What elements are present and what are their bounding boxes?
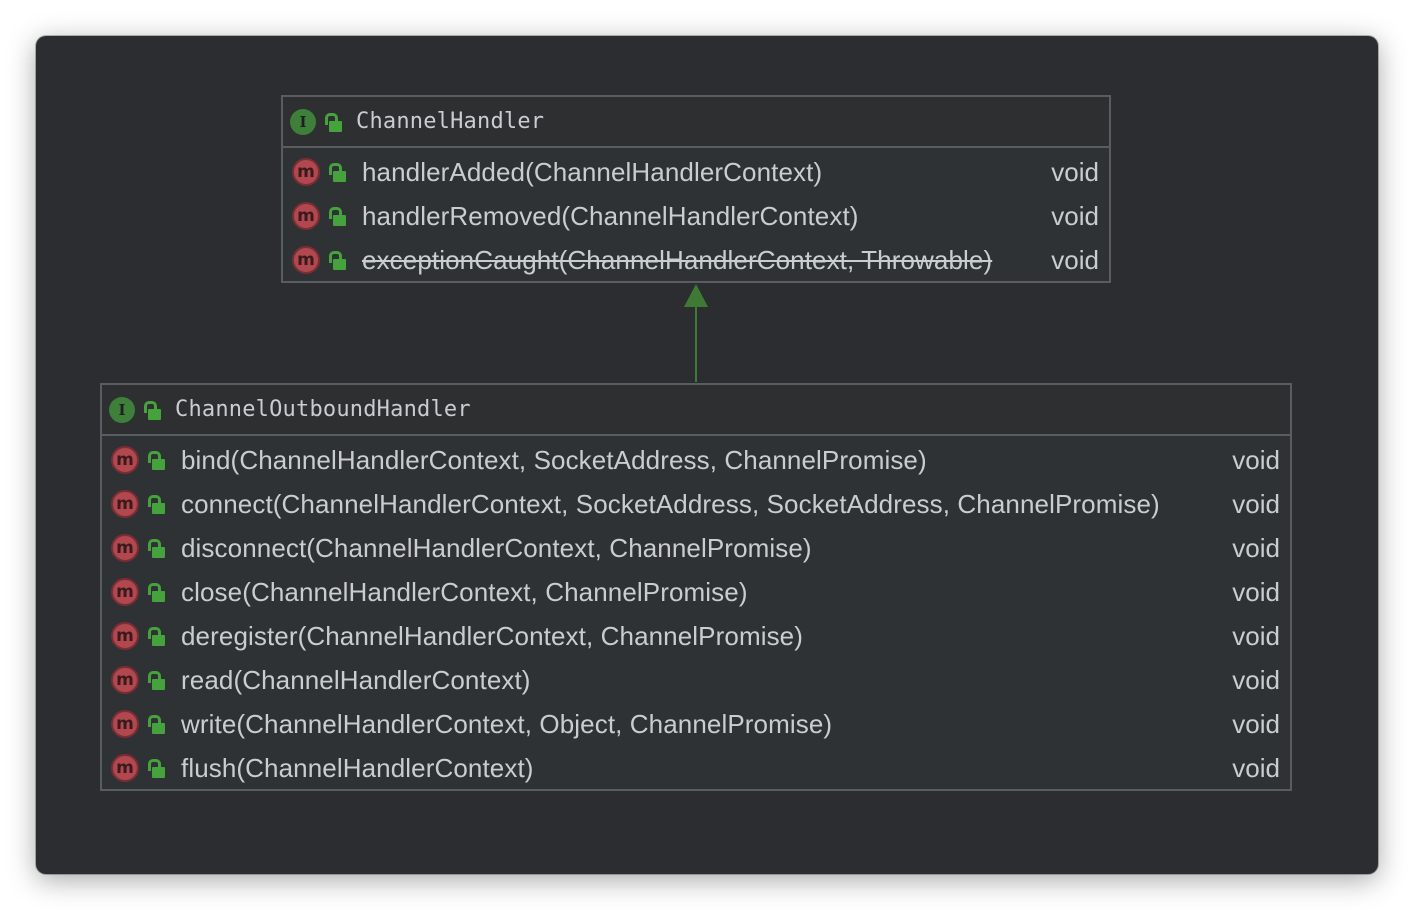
method-signature: write(ChannelHandlerContext, Object, Cha… <box>181 708 833 739</box>
method-icon: m <box>111 446 139 474</box>
public-lock-icon <box>143 400 161 420</box>
method-signature: bind(ChannelHandlerContext, SocketAddres… <box>181 444 927 475</box>
method-icon: m <box>111 622 139 650</box>
method-row[interactable]: m disconnect(ChannelHandlerContext, Chann… <box>102 526 1290 570</box>
public-lock-icon <box>147 714 165 734</box>
method-signature: flush(ChannelHandlerContext) <box>181 752 534 783</box>
diagram-window: I ChannelHandler m handlerAdded(ChannelHa… <box>36 36 1378 874</box>
method-return-type: void <box>1051 156 1099 187</box>
method-return-type: void <box>1232 620 1280 651</box>
method-return-type: void <box>1232 664 1280 695</box>
method-return-type: void <box>1232 708 1280 739</box>
method-row[interactable]: m flush(ChannelHandlerContext) void <box>102 746 1290 790</box>
public-lock-icon <box>147 582 165 602</box>
uml-box-header: I ChannelOutboundHandler <box>102 385 1290 436</box>
method-row[interactable]: m connect(ChannelHandlerContext, SocketAd… <box>102 482 1290 526</box>
method-icon: m <box>111 666 139 694</box>
method-signature: close(ChannelHandlerContext, ChannelProm… <box>181 576 748 607</box>
method-row[interactable]: m exceptionCaught(ChannelHandlerContext, … <box>283 238 1109 282</box>
uml-box-header: I ChannelHandler <box>283 97 1109 148</box>
interface-icon: I <box>290 108 316 135</box>
method-icon: m <box>111 490 139 518</box>
method-list: m handlerAdded(ChannelHandlerContext) void… <box>283 148 1109 282</box>
public-lock-icon <box>147 626 165 646</box>
method-row[interactable]: m close(ChannelHandlerContext, ChannelPro… <box>102 570 1290 614</box>
method-row[interactable]: m deregister(ChannelHandlerContext, Chann… <box>102 614 1290 658</box>
method-signature: exceptionCaught(ChannelHandlerContext, T… <box>362 244 993 275</box>
method-icon: m <box>111 534 139 562</box>
method-return-type: void <box>1051 244 1099 275</box>
method-return-type: void <box>1232 488 1280 519</box>
method-list: m bind(ChannelHandlerContext, SocketAddre… <box>102 436 1290 790</box>
method-icon: m <box>111 578 139 606</box>
method-icon: m <box>292 158 320 186</box>
method-icon: m <box>292 246 320 274</box>
method-signature: deregister(ChannelHandlerContext, Channe… <box>181 620 803 651</box>
method-return-type: void <box>1051 200 1099 231</box>
method-row[interactable]: m read(ChannelHandlerContext) void <box>102 658 1290 702</box>
public-lock-icon <box>147 538 165 558</box>
public-lock-icon <box>328 206 346 226</box>
method-icon: m <box>111 754 139 782</box>
method-signature: disconnect(ChannelHandlerContext, Channe… <box>181 532 812 563</box>
uml-box-title: ChannelOutboundHandler <box>175 397 471 422</box>
uml-box-channel-handler[interactable]: I ChannelHandler m handlerAdded(ChannelHa… <box>281 95 1111 283</box>
inheritance-arrow-head <box>684 284 708 307</box>
uml-box-channel-outbound-handler[interactable]: I ChannelOutboundHandler m bind(ChannelHa… <box>100 383 1292 791</box>
public-lock-icon <box>147 494 165 514</box>
public-lock-icon <box>324 112 342 132</box>
method-signature: connect(ChannelHandlerContext, SocketAdd… <box>181 488 1160 519</box>
method-row[interactable]: m write(ChannelHandlerContext, Object, Ch… <box>102 702 1290 746</box>
method-row[interactable]: m handlerAdded(ChannelHandlerContext) void <box>283 150 1109 194</box>
method-return-type: void <box>1232 576 1280 607</box>
method-signature: handlerRemoved(ChannelHandlerContext) <box>362 200 859 231</box>
public-lock-icon <box>147 450 165 470</box>
public-lock-icon <box>328 162 346 182</box>
method-return-type: void <box>1232 532 1280 563</box>
method-icon: m <box>292 202 320 230</box>
method-signature: read(ChannelHandlerContext) <box>181 664 531 695</box>
method-row[interactable]: m handlerRemoved(ChannelHandlerContext) vo… <box>283 194 1109 238</box>
method-signature: handlerAdded(ChannelHandlerContext) <box>362 156 823 187</box>
public-lock-icon <box>147 670 165 690</box>
method-return-type: void <box>1232 444 1280 475</box>
method-row[interactable]: m bind(ChannelHandlerContext, SocketAddre… <box>102 438 1290 482</box>
public-lock-icon <box>328 250 346 270</box>
uml-box-title: ChannelHandler <box>356 109 545 134</box>
public-lock-icon <box>147 758 165 778</box>
method-return-type: void <box>1232 752 1280 783</box>
method-icon: m <box>111 710 139 738</box>
interface-icon: I <box>109 396 135 423</box>
